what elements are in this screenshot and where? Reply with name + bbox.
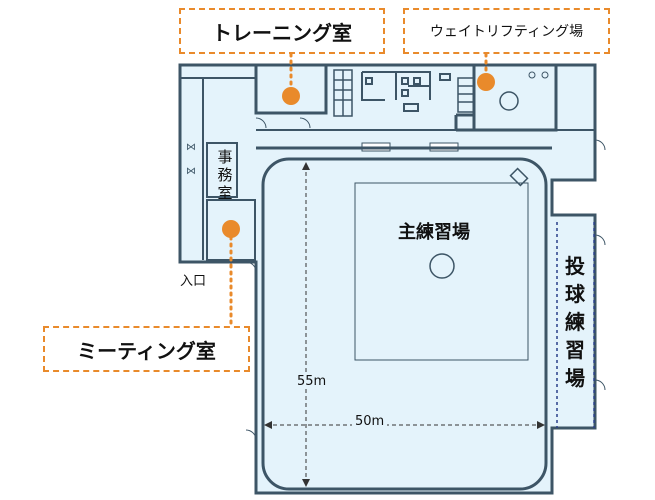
svg-text:⋈: ⋈ bbox=[186, 166, 196, 177]
stairs bbox=[333, 69, 475, 117]
main-hall-outer bbox=[261, 157, 548, 491]
center-circle bbox=[429, 253, 455, 279]
doors bbox=[245, 117, 606, 441]
svg-text:⋈: ⋈ bbox=[186, 142, 196, 153]
height-dimension-label: 55m bbox=[296, 374, 328, 389]
weightlifting-marker bbox=[477, 73, 495, 91]
office-label: 事務室 bbox=[217, 148, 233, 202]
weightlifting-room-label: ウェイトリフティング場 bbox=[403, 8, 610, 54]
pitching-area-label: 投球練習場 bbox=[565, 254, 585, 390]
office-room bbox=[206, 142, 238, 198]
main-hall-label: 主練習場 bbox=[398, 222, 470, 243]
wall-symbols: ⋈⋈ bbox=[186, 142, 196, 177]
training-room-label: トレーニング室 bbox=[179, 8, 385, 54]
meeting-marker bbox=[222, 220, 240, 238]
meeting-room-label: ミーティング室 bbox=[43, 326, 250, 372]
restrooms bbox=[361, 71, 451, 112]
main-hall-inner bbox=[354, 182, 529, 361]
training-marker bbox=[282, 87, 300, 105]
width-dimension-label: 50m bbox=[352, 414, 388, 429]
entrance-label: 入口 bbox=[180, 274, 207, 289]
